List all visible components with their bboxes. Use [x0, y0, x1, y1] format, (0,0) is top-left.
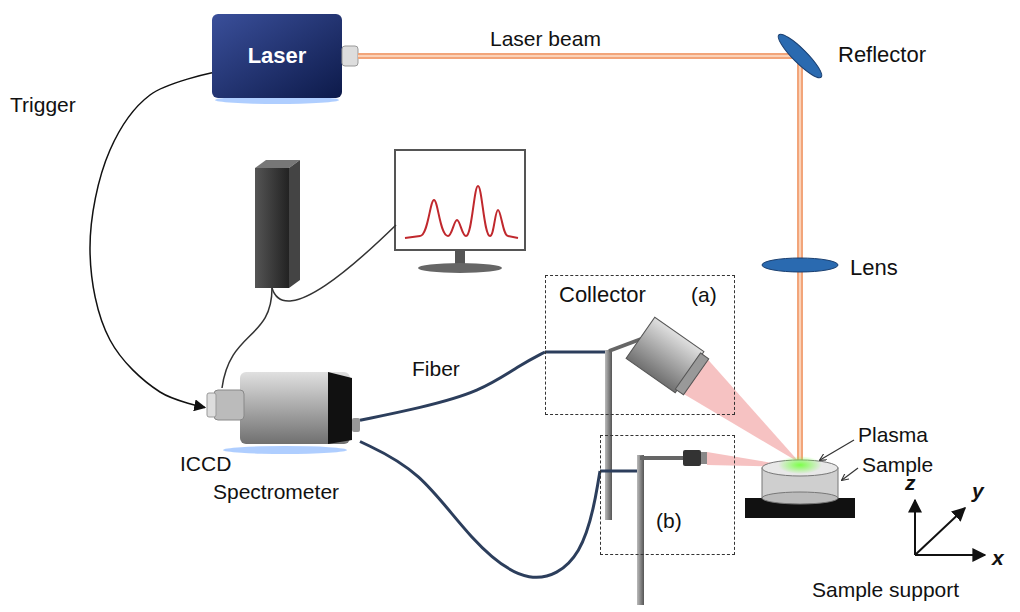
laser-box: Laser — [212, 14, 342, 98]
art-part — [255, 168, 289, 288]
node-label: ICCD — [180, 451, 231, 476]
art-part — [762, 492, 838, 504]
optical-fiber — [360, 352, 545, 420]
axis-label: y — [972, 478, 984, 503]
art-part — [328, 372, 352, 444]
art-part — [701, 452, 707, 464]
spectrometer-camera — [207, 372, 360, 454]
laser-body — [212, 14, 358, 104]
art-part — [626, 317, 710, 397]
art-part — [223, 446, 347, 454]
art-part — [675, 353, 708, 395]
part-label: Lens — [850, 255, 898, 281]
node-label: (a) — [691, 282, 717, 307]
axis-label: z — [905, 470, 916, 495]
art-part — [915, 508, 965, 555]
axes — [915, 500, 985, 555]
art-part — [637, 455, 644, 605]
part-label: Reflector — [838, 42, 926, 68]
art-part — [289, 160, 300, 288]
art-part — [405, 186, 518, 238]
reflector-mirror — [774, 30, 826, 82]
focus-lens — [762, 258, 838, 272]
sample-stage — [745, 456, 855, 518]
art-part — [842, 468, 858, 480]
collector-group: (b) — [600, 435, 735, 555]
node-label: Spectrometer — [213, 479, 339, 504]
optical-fiber — [360, 442, 600, 578]
art-part — [342, 46, 358, 66]
art-part — [272, 225, 396, 301]
art-part — [455, 250, 465, 264]
part-label: Sample — [862, 452, 933, 477]
computer-tower — [255, 160, 300, 288]
data-cables — [222, 225, 396, 388]
edge-label: Trigger — [8, 92, 78, 117]
art-part — [683, 450, 701, 466]
art-part — [418, 263, 502, 273]
collector-group: Collector (a) — [545, 275, 735, 415]
leader-lines — [820, 440, 858, 480]
art-part — [358, 53, 800, 59]
art-part — [212, 14, 342, 98]
edge-label: Fiber — [410, 356, 462, 381]
axis-label: x — [992, 545, 1004, 570]
node-label: Collector — [559, 282, 646, 308]
spectrometer-box: ICCDSpectrometer — [205, 365, 360, 450]
trigger-line — [90, 73, 212, 408]
art-part — [914, 500, 916, 555]
node-label: (b) — [656, 508, 682, 533]
art-part — [915, 554, 985, 556]
node-label: Laser — [248, 43, 307, 69]
laser-beam — [358, 56, 800, 463]
art-part — [207, 393, 216, 417]
art-part — [640, 456, 683, 460]
art-part — [395, 150, 525, 250]
part-label: Plasma — [858, 422, 928, 447]
art-part — [820, 440, 854, 460]
art-part — [358, 55, 800, 57]
art-part — [214, 390, 244, 420]
part-label: Sample support — [812, 577, 959, 602]
monitor — [395, 150, 525, 273]
art-part — [545, 351, 607, 354]
art-part — [600, 470, 638, 473]
part-label: Laser beam — [490, 26, 601, 51]
art-part — [352, 418, 360, 432]
art-part — [778, 456, 822, 474]
